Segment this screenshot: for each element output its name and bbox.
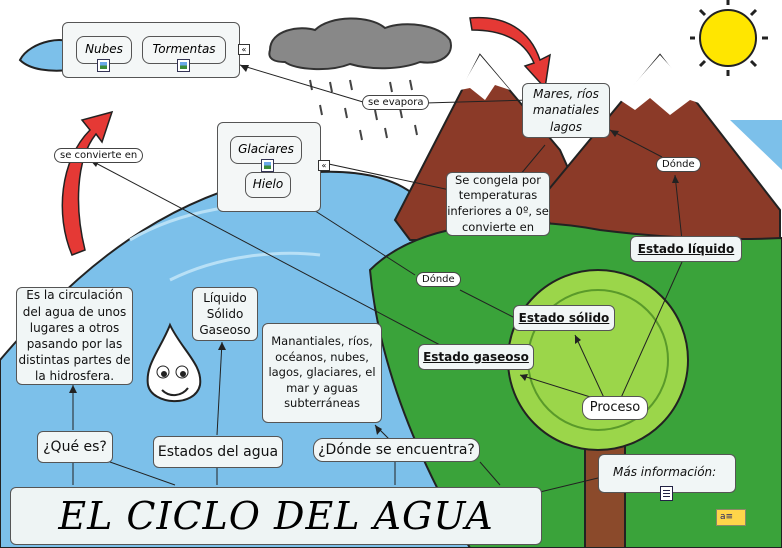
link-label: se evapora: [368, 97, 424, 108]
link-label: Dónde: [422, 274, 455, 285]
mares-rios-node[interactable]: Mares, ríos manatiales lagos: [522, 83, 610, 138]
node-label: Estado líquido: [637, 241, 735, 256]
link-donde-solido[interactable]: Dónde: [416, 272, 461, 287]
info-badge-icon[interactable]: a≡: [716, 509, 746, 526]
node-label: Manantiales, ríos, océanos, nubes, lagos…: [268, 334, 376, 411]
raindrop-character-icon: [146, 322, 202, 403]
node-label: Líquido Sólido Gaseoso: [199, 290, 251, 338]
link-se-evapora[interactable]: se evapora: [362, 95, 430, 110]
estados-del-agua-node[interactable]: Estados del agua: [153, 436, 283, 468]
image-icon[interactable]: [261, 159, 274, 172]
collapse-icon[interactable]: «: [238, 44, 250, 55]
cloud-icon: [268, 17, 452, 71]
node-label: Proceso: [589, 400, 641, 416]
link-donde-liquido[interactable]: Dónde: [656, 157, 701, 172]
definicion-node[interactable]: Es la circulación del agua de unos lugar…: [16, 287, 133, 385]
se-congela-node[interactable]: Se congela por temperaturas inferiores a…: [446, 172, 550, 236]
image-icon[interactable]: [177, 59, 190, 72]
donde-se-encuentra-node[interactable]: ¿Dónde se encuentra?: [313, 438, 480, 462]
collapse-icon[interactable]: «: [318, 160, 330, 171]
estado-liquido-node[interactable]: Estado líquido: [630, 236, 742, 262]
link-label: Dónde: [662, 159, 695, 170]
nubes-label: Nubes: [85, 42, 123, 56]
node-label: Mares, ríos manatiales lagos: [532, 87, 600, 134]
title-text: EL CICLO DEL AGUA: [58, 494, 494, 538]
tree-crown: [507, 269, 689, 451]
glaciares-label: Glaciares: [238, 142, 294, 156]
estado-solido-node[interactable]: Estado sólido: [513, 305, 615, 331]
proceso-node[interactable]: Proceso: [582, 396, 648, 420]
node-label: Estado sólido: [518, 310, 610, 325]
estados-lista-node[interactable]: Líquido Sólido Gaseoso: [192, 287, 258, 341]
tormentas-label: Tormentas: [152, 42, 216, 56]
document-icon[interactable]: [660, 486, 673, 501]
image-icon[interactable]: [97, 59, 110, 72]
node-label: Más información:: [613, 465, 717, 479]
node-label: Es la circulación del agua de unos lugar…: [18, 288, 131, 384]
node-label: Se congela por temperaturas inferiores a…: [447, 172, 549, 234]
link-se-convierte-en[interactable]: se convierte en: [54, 148, 144, 163]
node-label: Estados del agua: [157, 443, 279, 460]
donde-lista-node[interactable]: Manantiales, ríos, océanos, nubes, lagos…: [262, 323, 382, 423]
page-title: EL CICLO DEL AGUA: [10, 487, 542, 545]
node-label: ¿Dónde se encuentra?: [318, 441, 475, 458]
hielo-node[interactable]: Hielo: [245, 172, 291, 198]
rain-drops: [309, 79, 418, 141]
red-arrow-left: [61, 110, 114, 256]
que-es-node[interactable]: ¿Qué es?: [37, 431, 113, 463]
node-label: ¿Qué es?: [43, 438, 107, 455]
sun-icon: [690, 0, 768, 76]
estado-gaseoso-node[interactable]: Estado gaseoso: [418, 344, 534, 370]
hielo-label: Hielo: [252, 177, 284, 191]
link-label: se convierte en: [60, 150, 138, 161]
nubes-node[interactable]: Nubes: [76, 36, 132, 64]
node-label: Estado gaseoso: [423, 349, 529, 364]
